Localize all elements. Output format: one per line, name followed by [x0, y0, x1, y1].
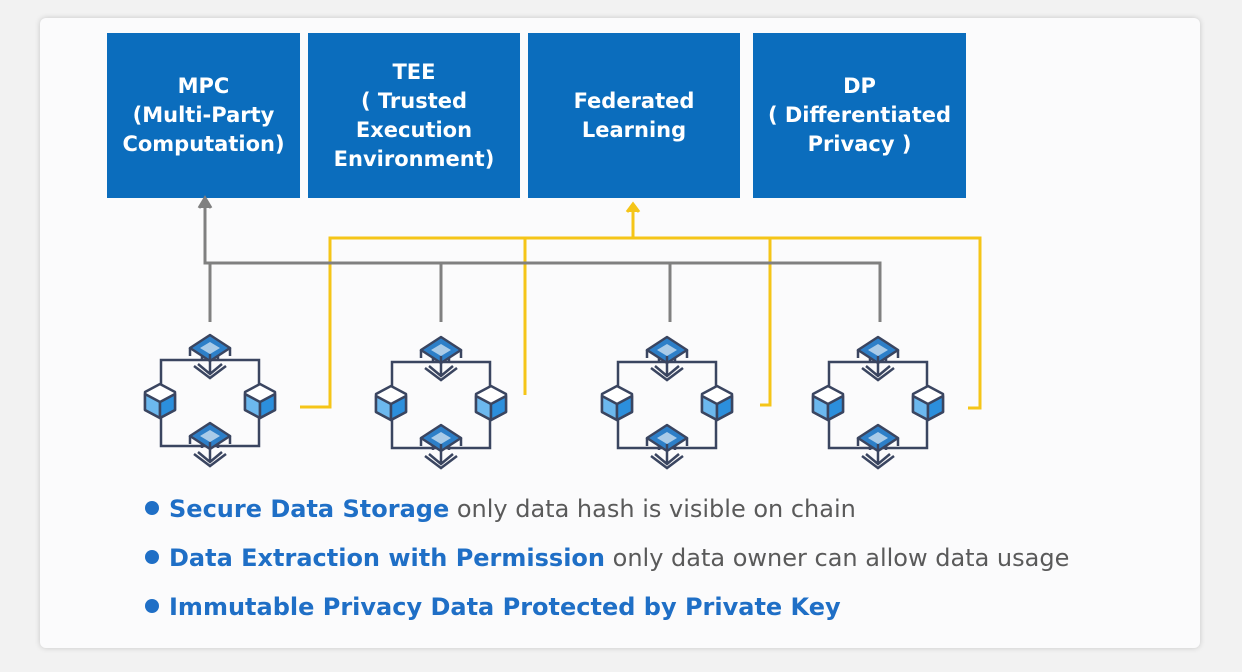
gray-connector	[197, 195, 882, 322]
list-item: Data Extraction with Permission only dat…	[145, 539, 1069, 588]
blockchain-node-icon	[145, 335, 275, 466]
bullet-icon	[145, 550, 159, 564]
blockchain-node-icon	[376, 337, 506, 468]
bullet-title: Secure Data Storage	[169, 495, 450, 523]
list-item: Immutable Privacy Data Protected by Priv…	[145, 588, 1069, 637]
feature-list: Secure Data Storage only data hash is vi…	[145, 490, 1069, 637]
federated-learning-box: Federated Learning	[528, 33, 740, 198]
blockchain-node-icon	[813, 337, 943, 468]
bullet-icon	[145, 599, 159, 613]
dp-box: DP ( Differentiated Privacy )	[753, 33, 966, 198]
bullet-title: Immutable Privacy Data Protected by Priv…	[169, 593, 841, 621]
mpc-box: MPC (Multi-Party Computation)	[107, 33, 300, 198]
list-item: Secure Data Storage only data hash is vi…	[145, 490, 1069, 539]
bullet-icon	[145, 501, 159, 515]
tee-box: TEE ( Trusted Execution Environment)	[308, 33, 520, 198]
bullet-title: Data Extraction with Permission	[169, 544, 605, 572]
bullet-description: only data owner can allow data usage	[605, 544, 1070, 572]
blockchain-node-icon	[602, 337, 732, 468]
bullet-description: only data hash is visible on chain	[449, 495, 856, 523]
yellow-connector	[300, 201, 982, 410]
